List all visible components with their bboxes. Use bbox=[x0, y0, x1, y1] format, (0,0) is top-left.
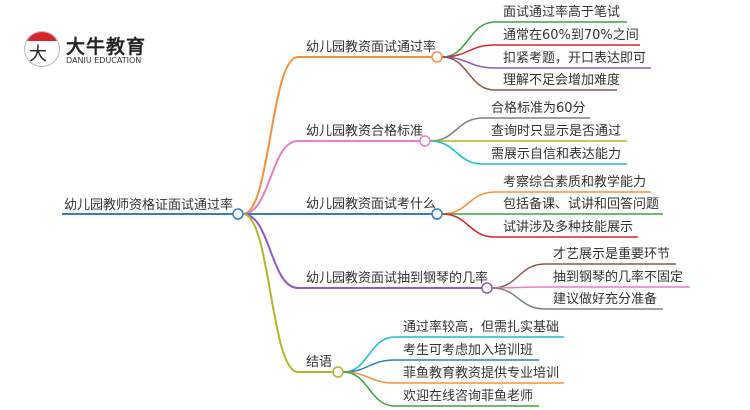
connector-line bbox=[491, 287, 546, 310]
branch-node-circle bbox=[332, 366, 344, 378]
leaf-label: 通过率较高，但需扎实基础 bbox=[403, 319, 559, 335]
branch-node-circle bbox=[481, 282, 493, 294]
leaf-label: 考察综合素质和教学能力 bbox=[503, 174, 646, 190]
leaf-label: 才艺展示是重要环节 bbox=[553, 246, 670, 262]
leaf-label: 试讲涉及多种技能展示 bbox=[503, 219, 633, 235]
root-node-circle bbox=[232, 208, 244, 220]
connector-line bbox=[242, 56, 299, 215]
leaf-label: 包括备课、试讲和回答问题 bbox=[503, 196, 659, 212]
branch-label: 幼儿园教资面试考什么 bbox=[306, 196, 436, 212]
branch-label: 结语 bbox=[306, 355, 332, 370]
branch-node-circle bbox=[431, 51, 443, 63]
root-label: 幼儿园教师资格证面试通过率 bbox=[64, 197, 233, 213]
connector-line bbox=[242, 213, 299, 289]
leaf-label: 合格标准为60分 bbox=[491, 100, 586, 116]
leaf-label: 欢迎在线咨询菲鱼老师 bbox=[403, 388, 533, 404]
branch-node-circle bbox=[419, 135, 431, 147]
connector-line bbox=[342, 371, 396, 407]
connector-line bbox=[441, 213, 496, 238]
leaf-label: 扣紧考题，开口表达即可 bbox=[503, 51, 646, 66]
leaf-label: 菲鱼教育教资提供专业培训 bbox=[403, 365, 559, 381]
connector-line bbox=[441, 191, 496, 215]
leaf-label: 面试通过率高于笔试 bbox=[503, 4, 620, 20]
connector-line bbox=[429, 117, 484, 142]
logo-mark: 大牛 bbox=[24, 31, 60, 67]
connector-line bbox=[242, 213, 299, 373]
branch-label: 幼儿园教资面试抽到钢琴的几率 bbox=[306, 270, 488, 286]
connector-line bbox=[429, 140, 484, 165]
leaf-label: 需展示自信和表达能力 bbox=[491, 147, 621, 162]
logo-subtitle: DANIU EDUCATION bbox=[66, 56, 142, 65]
leaf-label: 抽到钢琴的几率不固定 bbox=[553, 269, 683, 285]
leaf-label: 建议做好充分准备 bbox=[553, 291, 657, 307]
connector-line bbox=[242, 140, 299, 215]
leaf-label: 查询时只显示是否通过 bbox=[491, 124, 621, 139]
leaf-label: 理解不足会增加难度 bbox=[503, 72, 620, 88]
logo: 大牛 大牛教育 DANIU EDUCATION bbox=[22, 28, 152, 72]
branch-label: 幼儿园教资面试通过率 bbox=[306, 39, 436, 55]
branch-label: 幼儿园教资合格标准 bbox=[306, 123, 423, 139]
connector-line bbox=[491, 263, 546, 289]
leaf-label: 通常在60%到70%之间 bbox=[503, 28, 639, 43]
branch-node-circle bbox=[431, 208, 443, 220]
connector-line bbox=[441, 56, 496, 91]
logo-name: 大牛教育 bbox=[66, 36, 147, 58]
leaf-label: 考生可考虑加入培训班 bbox=[403, 342, 533, 358]
